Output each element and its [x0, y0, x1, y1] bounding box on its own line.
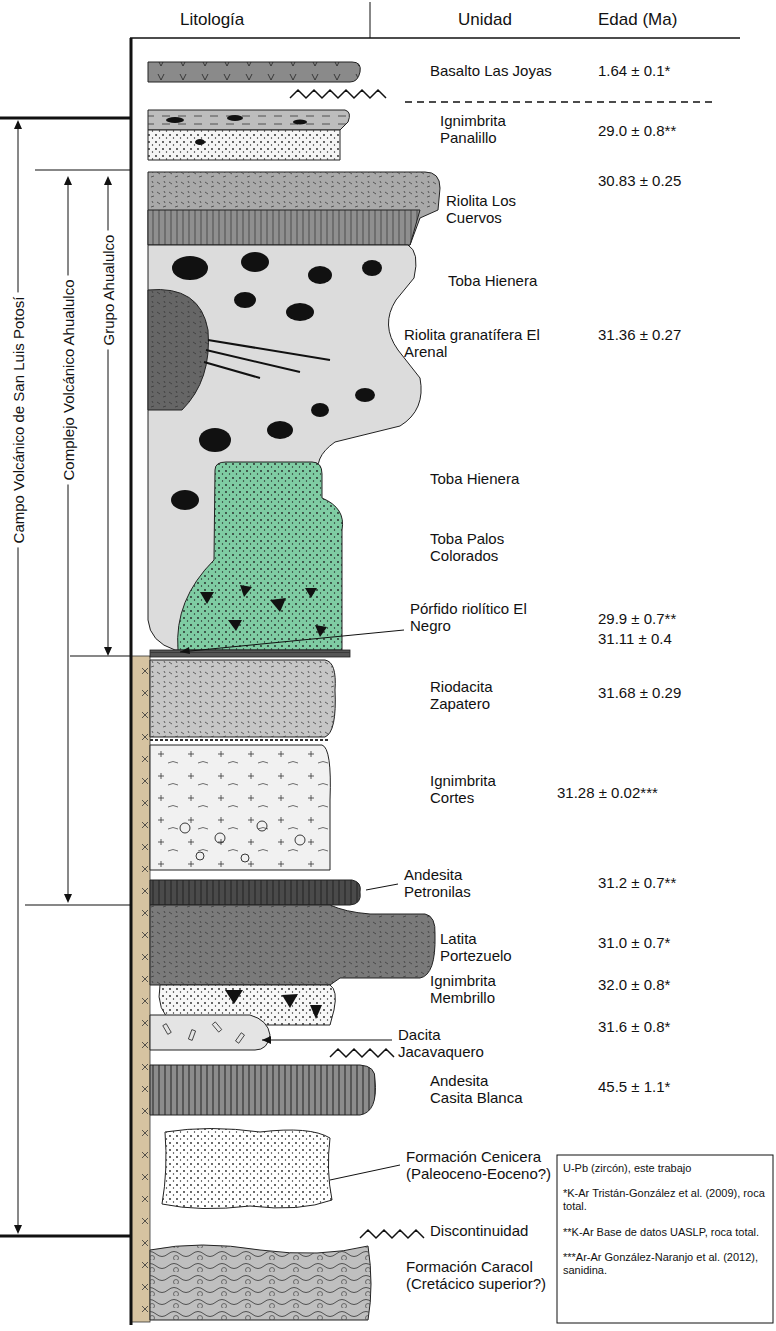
- age-value: 1.64 ± 0.1*: [598, 62, 670, 79]
- bracket-label: Complejo Volcánico Ahualulco: [60, 276, 77, 485]
- age-value: 32.0 ± 0.8*: [598, 976, 670, 993]
- legend-entry: *K-Ar Tristán-González et al. (2009), ro…: [563, 1187, 769, 1213]
- age-value: 31.0 ± 0.7*: [598, 934, 670, 951]
- legend-entry: **K-Ar Base de datos UASLP, roca total.: [563, 1226, 769, 1239]
- unit-name: Riolita Los Cuervos: [446, 192, 536, 227]
- unit-name: Latita Portezuelo: [440, 930, 520, 965]
- age-value: 31.28 ± 0.02***: [557, 784, 658, 801]
- column-header: Unidad: [458, 10, 512, 30]
- age-value: 31.36 ± 0.27: [598, 326, 681, 343]
- legend-entry: U-Pb (zircón), este trabajo: [563, 1162, 769, 1175]
- unit-name: Toba Palos Colorados: [430, 530, 515, 565]
- unit-name: Toba Hienera: [430, 470, 519, 487]
- unit-name: Andesita Petronilas: [404, 866, 489, 901]
- column-header: Litología: [180, 10, 244, 30]
- age-value: 30.83 ± 0.25: [598, 172, 681, 189]
- unit-name: Pórfido riolítico El Negro: [410, 600, 535, 635]
- bracket-label: Grupo Ahualulco: [100, 231, 117, 350]
- legend-entry: ***Ar-Ar González-Naranjo et al. (2012),…: [563, 1251, 769, 1277]
- age-value: 31.11 ± 0.4: [598, 630, 672, 647]
- unit-name: Riolita granatífera El Arenal: [404, 326, 544, 361]
- age-value: 45.5 ± 1.1*: [598, 1078, 670, 1095]
- unit-name: Ignimbrita Cortes: [430, 772, 520, 807]
- age-value: 31.2 ± 0.7**: [598, 874, 676, 891]
- unit-name: Ignimbrita Panalillo: [440, 112, 545, 147]
- unit-name: Dacita Jacavaquero: [398, 1026, 488, 1061]
- unit-name: Basalto Las Joyas: [430, 62, 552, 79]
- unit-name: Ignimbrita Membrillo: [430, 972, 520, 1007]
- unit-name: Formación Caracol (Cretácico superior?): [406, 1258, 566, 1293]
- unit-name: Riodacita Zapatero: [430, 678, 520, 713]
- unit-name: Toba Hienera: [448, 272, 537, 289]
- age-value: 29.9 ± 0.7**: [598, 610, 676, 627]
- age-value: 31.6 ± 0.8*: [598, 1018, 670, 1035]
- unit-name: Andesita Casita Blanca: [430, 1072, 530, 1107]
- column-header: Edad (Ma): [598, 10, 677, 30]
- age-value: 29.0 ± 0.8**: [598, 122, 676, 139]
- age-value: 31.68 ± 0.29: [598, 684, 681, 701]
- unconformity-label: Discontinuidad: [430, 1222, 528, 1239]
- unit-name: Formación Cenicera (Paleoceno-Eoceno?): [406, 1148, 561, 1183]
- bracket-label: Campo Volcánico de San Luis Potosí: [10, 293, 27, 548]
